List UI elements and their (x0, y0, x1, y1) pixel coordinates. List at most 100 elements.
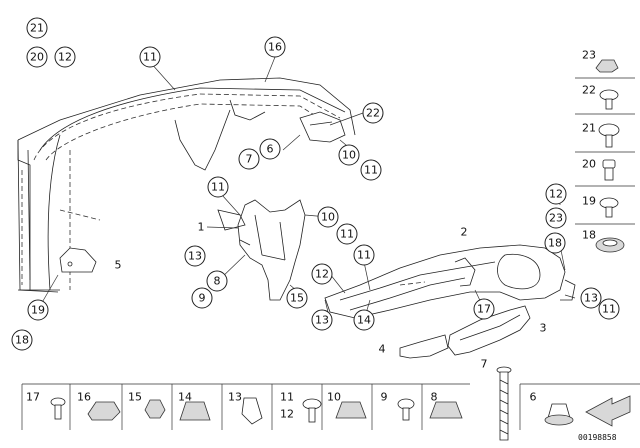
bracket-1-part (217, 199, 306, 301)
part-label-2: 2 (461, 226, 468, 239)
side-label-22: 22 (582, 84, 596, 97)
callout-21: 21 (26, 17, 48, 39)
part-label-1: 1 (198, 221, 205, 234)
callout-number: 18 (15, 334, 29, 347)
callout-number: 14 (357, 314, 371, 327)
callout-10: 10 (317, 206, 339, 228)
callout-circle (545, 207, 567, 229)
part-label-3: 3 (540, 322, 547, 335)
side-label-18: 18 (582, 229, 596, 242)
callout-number: 11 (364, 164, 378, 177)
side-label-20: 20 (582, 158, 596, 171)
callout-circle (286, 287, 308, 309)
callout-number: 11 (357, 249, 371, 262)
lower-piece-3-part (447, 305, 531, 356)
bottom-fastener-strip (21, 383, 640, 430)
callout-number: 11 (211, 181, 225, 194)
callout-12: 12 (545, 183, 567, 205)
wheel-arch-support-part (17, 77, 356, 293)
piece-4-part (399, 334, 449, 359)
callout-6: 6 (259, 138, 281, 160)
callout-number: 10 (321, 211, 335, 224)
callout-circle (545, 183, 567, 205)
callout-circle (317, 206, 339, 228)
callout-7: 7 (238, 148, 260, 170)
callout-18: 18 (11, 329, 33, 351)
callout-circle (598, 298, 620, 320)
callout-number: 21 (30, 22, 44, 35)
side-label-23: 23 (582, 49, 596, 62)
callout-number: 12 (549, 188, 563, 201)
bottom-label-16: 16 (77, 391, 91, 404)
callout-number: 18 (548, 237, 562, 250)
callout-11: 11 (207, 176, 229, 198)
callout-circle (362, 102, 384, 124)
callout-23: 23 (545, 207, 567, 229)
callout-circle (311, 309, 333, 331)
callout-circle (27, 299, 49, 321)
callout-17: 17 (473, 298, 495, 320)
callout-number: 13 (584, 292, 598, 305)
callout-number: 17 (477, 303, 491, 316)
callout-number: 23 (549, 212, 563, 225)
callout-18: 18 (544, 232, 566, 254)
bottom-label-15: 15 (128, 391, 142, 404)
callout-11: 11 (139, 46, 161, 68)
callout-circle (26, 46, 48, 68)
callout-circle (336, 223, 358, 245)
callout-11: 11 (360, 159, 382, 181)
callout-number: 11 (143, 51, 157, 64)
side-label-21: 21 (582, 122, 596, 135)
callout-8: 8 (206, 270, 228, 292)
callout-number: 12 (315, 268, 329, 281)
callout-11: 11 (353, 244, 375, 266)
callout-circle (139, 46, 161, 68)
part-label-4: 4 (379, 343, 386, 356)
callout-circle (11, 329, 33, 351)
bottom-label-10: 10 (327, 391, 341, 404)
callout-20: 20 (26, 46, 48, 68)
callout-number: 11 (602, 303, 616, 316)
callout-13: 13 (580, 287, 602, 309)
callout-number: 19 (31, 304, 45, 317)
callout-number: 6 (267, 143, 274, 156)
callout-16: 16 (264, 36, 286, 58)
part-label-5: 5 (115, 259, 122, 272)
bottom-label-8: 8 (431, 391, 438, 404)
callout-circle (206, 270, 228, 292)
side-fastener-panel (575, 59, 635, 253)
callout-circle (360, 159, 382, 181)
callout-number: 8 (214, 275, 221, 288)
callout-12: 12 (311, 263, 333, 285)
callout-number: 13 (188, 250, 202, 263)
bottom-label-14: 14 (178, 391, 192, 404)
callout-22: 22 (362, 102, 384, 124)
callout-circle (353, 244, 375, 266)
side-label-19: 19 (582, 195, 596, 208)
callout-number: 10 (342, 149, 356, 162)
callout-circle (473, 298, 495, 320)
callout-circle (264, 36, 286, 58)
callout-11: 11 (336, 223, 358, 245)
bottom-label-12: 12 (280, 408, 294, 421)
callout-circle (580, 287, 602, 309)
callout-19: 19 (27, 299, 49, 321)
bottom-label-13: 13 (228, 391, 242, 404)
callout-11: 11 (598, 298, 620, 320)
callout-number: 11 (340, 228, 354, 241)
callout-number: 16 (268, 41, 282, 54)
callout-15: 15 (286, 287, 308, 309)
callout-circle (54, 46, 76, 68)
callout-circle (544, 232, 566, 254)
side-label-layer: 23 22 21 20 19 18 (582, 49, 596, 242)
callout-circle (259, 138, 281, 160)
callout-number: 9 (199, 292, 206, 305)
callout-number: 20 (30, 51, 44, 64)
callout-number: 7 (246, 153, 253, 166)
callout-circle (238, 148, 260, 170)
